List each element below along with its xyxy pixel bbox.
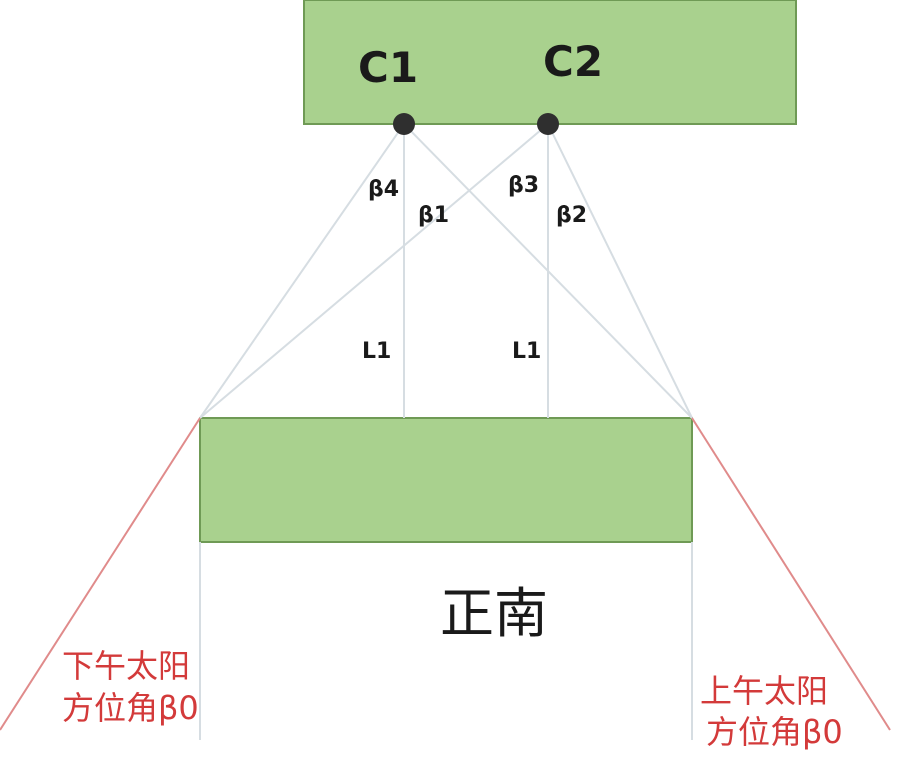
length-l1-right-label: L1 — [512, 339, 541, 364]
c1-dot — [393, 113, 415, 135]
c1-label: C1 — [358, 43, 418, 92]
angle-b4-label: β4 — [368, 177, 399, 202]
angle-b3-label: β3 — [508, 173, 539, 198]
rear-panel-box — [199, 417, 693, 543]
angle-b2-label: β2 — [556, 203, 587, 228]
c2-label: C2 — [543, 37, 603, 86]
c2-ray-left — [199, 123, 549, 419]
afternoon-azimuth-line — [0, 417, 201, 731]
c2-ray-right — [547, 123, 693, 419]
angle-b1-label: β1 — [418, 203, 449, 228]
afternoon-azimuth-label-line2: 方位角β0 — [62, 689, 199, 727]
morning-azimuth-line — [691, 417, 891, 731]
morning-azimuth-label-line1: 上午太阳 — [700, 672, 828, 710]
length-l1-left-label: L1 — [362, 339, 391, 364]
morning-azimuth-label-line2: 方位角β0 — [706, 713, 843, 751]
afternoon-azimuth-label-line1: 下午太阳 — [62, 647, 190, 685]
front-panel-box — [303, 0, 797, 125]
c2-dot — [537, 113, 559, 135]
c1-ray-left — [199, 123, 405, 419]
due-south-label: 正南 — [440, 582, 548, 645]
